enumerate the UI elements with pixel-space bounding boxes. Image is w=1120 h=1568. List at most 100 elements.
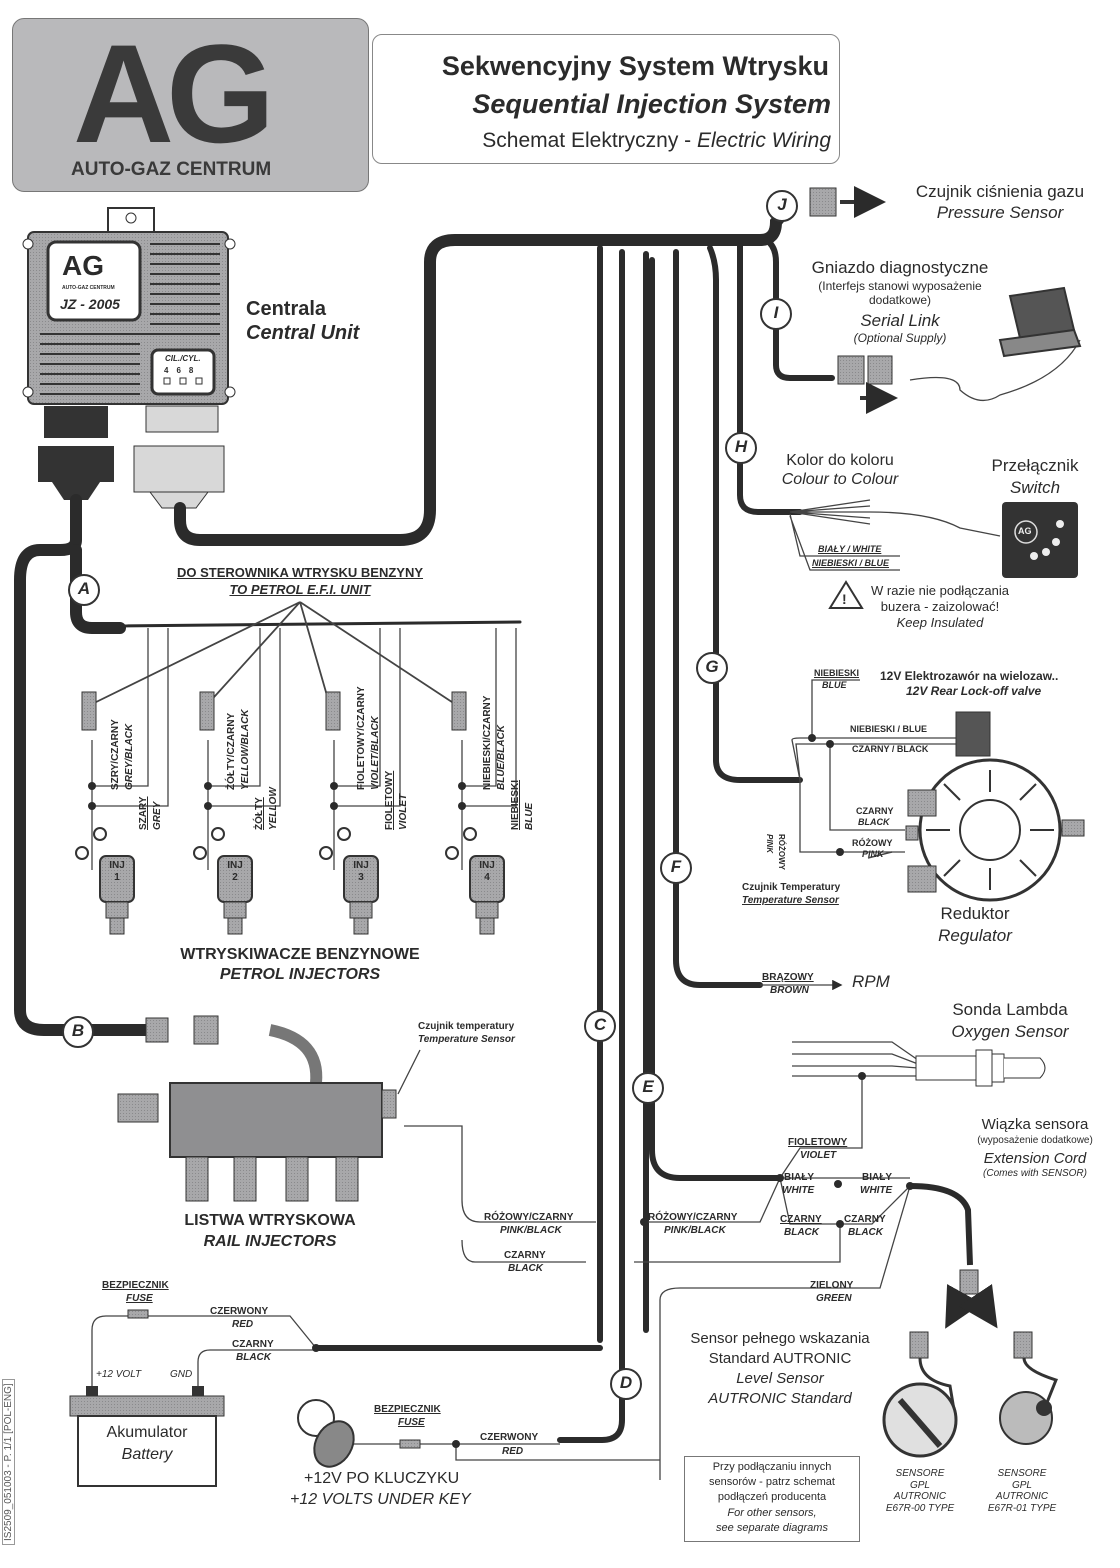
wire-black3-pl: CZARNY — [504, 1250, 546, 1261]
rpm-wire-en: BROWN — [770, 985, 809, 996]
reg-temp-sensor-pl: Czujnik Temperatury — [742, 882, 841, 893]
key-shape — [297, 1399, 355, 1468]
reg-temp-pink-pl: RÓŻOWY — [852, 838, 893, 848]
ecu-logo: AG — [62, 250, 104, 281]
inj2-wire1-en: YELLOW/BLACK — [240, 709, 251, 790]
level-sensor-en2: AUTRONIC Standard — [708, 1390, 852, 1407]
connector-i: I — [773, 303, 779, 322]
central-unit — [22, 207, 236, 509]
serial-link-en-note: (Optional Supply) — [853, 331, 947, 345]
regulator-pl: Reduktor — [940, 904, 1010, 923]
wire-white-label: BIAŁY / WHITE — [818, 544, 882, 554]
connector-g: G — [705, 657, 719, 676]
inj4-wire2-pl: NIEBIESKI — [510, 779, 521, 830]
battery-pl: Akumulator — [106, 1424, 188, 1441]
note-en1: For other sensors, — [727, 1507, 817, 1519]
logo-company: AUTO-GAZ CENTRUM — [71, 159, 272, 180]
battery-red-en: RED — [232, 1319, 254, 1330]
wire-pinkblack1-en: PINK/BLACK — [500, 1225, 562, 1236]
ecu-model: JZ - 2005 — [60, 296, 120, 312]
wire-pinkblack2-en: PINK/BLACK — [664, 1225, 726, 1236]
inj4-wire1-pl: NIEBIESKI/CZARNY — [482, 695, 493, 790]
battery-gnd: GND — [170, 1369, 193, 1380]
connector-j: J — [777, 195, 787, 214]
reg-wire-pink-pl: RÓŻOWY — [777, 834, 786, 870]
wire-violet-pl: FIOLETOWY — [788, 1137, 848, 1148]
battery-shape — [69, 1309, 421, 1487]
efi-label-pl: DO STEROWNIKA WTRYSKU BENZYNY — [176, 565, 424, 580]
rpm-wire-pl: BRĄZOWY — [762, 972, 814, 983]
rail-en: RAIL INJECTORS — [203, 1233, 337, 1250]
warning-pl1: W razie nie podłączania — [870, 583, 1010, 598]
ecu-cyl-options[interactable]: 468 — [164, 366, 202, 375]
inj4-wire2-en: BLUE — [524, 802, 535, 830]
wire-black1-pl: CZARNY — [780, 1214, 822, 1225]
reg-wire-pink-en: PINK — [765, 834, 774, 854]
key-en: +12 VOLTS UNDER KEY — [290, 1491, 471, 1508]
rail-injector-block — [117, 1015, 397, 1202]
other-sensors-note: Przy podłączaniu innych sensorów - patrz… — [684, 1456, 860, 1542]
note-en2: see separate diagrams — [716, 1522, 828, 1534]
switch-pl: Przełącznik — [991, 456, 1079, 475]
central-unit-en: Central Unit — [246, 322, 360, 344]
company-logo: AG AUTO-GAZ CENTRUM — [12, 15, 369, 192]
warning-icon — [828, 580, 864, 609]
inj1-wire1-en: GREY/BLACK — [124, 723, 135, 790]
switch-face-logo[interactable]: AG — [1018, 526, 1032, 536]
inj2-wire2-en: YELLOW — [268, 787, 279, 830]
key-red-pl: CZERWONY — [480, 1432, 539, 1443]
rail-temp-en: Temperature Sensor — [418, 1034, 515, 1045]
inj3-wire1-en: VIOLET/BLACK — [370, 716, 381, 790]
wire-white2-en: WHITE — [860, 1185, 893, 1196]
reg-temp-sensor-en: Temperature Sensor — [742, 895, 839, 906]
regulator-shape — [905, 711, 1085, 902]
efi-label-en: TO PETROL E.F.I. UNIT — [229, 582, 371, 597]
ecu-logo-sub: AUTO-GAZ CENTRUM — [62, 285, 115, 291]
serial-link-note1: (Interfejs stanowi wyposażenie — [818, 279, 982, 293]
oxygen-en: Oxygen Sensor — [951, 1022, 1069, 1041]
switch-shape — [1002, 502, 1078, 578]
inj1-wire2-pl: SZARY — [138, 796, 149, 830]
battery-fuse-pl: BEZPIECZNIK — [102, 1280, 169, 1291]
rail-temp-pl: Czujnik temperatury — [418, 1021, 515, 1032]
title-pl: Sekwencyjny System Wtrysku — [441, 51, 829, 81]
battery-black-pl: CZARNY — [232, 1339, 274, 1350]
key-fuse-en: FUSE — [398, 1417, 425, 1428]
extension-pl-note: (wyposażenie dodatkowe) — [977, 1135, 1093, 1146]
wire-blue-label: NIEBIESKI / BLUE — [812, 558, 890, 568]
colour-pl: Kolor do koloru — [786, 452, 894, 469]
wire-white1-en: WHITE — [782, 1185, 815, 1196]
lockoff-wire-pl: NIEBIESKI — [814, 668, 860, 678]
switch-en: Switch — [1009, 478, 1061, 497]
extension-pl: Wiązka sensora — [981, 1116, 1089, 1133]
pressure-sensor-pl: Czujnik ciśnienia gazu — [915, 182, 1085, 201]
title-box: Sekwencyjny System Wtrysku Sequential In… — [372, 34, 840, 164]
battery-en: Battery — [121, 1446, 173, 1463]
extension-en-note: (Comes with SENSOR) — [983, 1168, 1087, 1179]
wire-white1-pl: BIAŁY — [784, 1172, 814, 1183]
serial-link-note2: dodatkowe) — [868, 293, 932, 307]
colour-en: Colour to Colour — [781, 471, 899, 488]
wire-violet-en: VIOLET — [800, 1150, 837, 1161]
inj1-wire2-en: GREY — [152, 801, 163, 830]
warning-exclamation: ! — [842, 591, 847, 607]
lockoff-wire-en: BLUE — [822, 680, 847, 690]
connector-f: F — [670, 857, 682, 876]
inj3-wire2-pl: FIOLETOWY — [384, 770, 395, 830]
wire-black1-en: BLACK — [784, 1227, 819, 1238]
inj4-wire1-en: BLUE/BLACK — [496, 725, 507, 790]
lockoff-pl: 12V Elektrozawór na wielozaw.. — [880, 669, 1059, 683]
battery-red-pl: CZERWONY — [210, 1306, 269, 1317]
reg-wire-black: CZARNY / BLACK — [852, 744, 929, 754]
inj2-wire1-pl: ŻÓŁTY/CZARNY — [226, 712, 237, 790]
battery-fuse-en: FUSE — [126, 1293, 153, 1304]
petrol-injectors-en: PETROL INJECTORS — [219, 966, 381, 983]
connector-circles — [62, 190, 798, 1400]
logo-letters: AG — [73, 15, 275, 172]
title-en: Sequential Injection System — [472, 89, 831, 119]
key-red-en: RED — [502, 1446, 524, 1457]
